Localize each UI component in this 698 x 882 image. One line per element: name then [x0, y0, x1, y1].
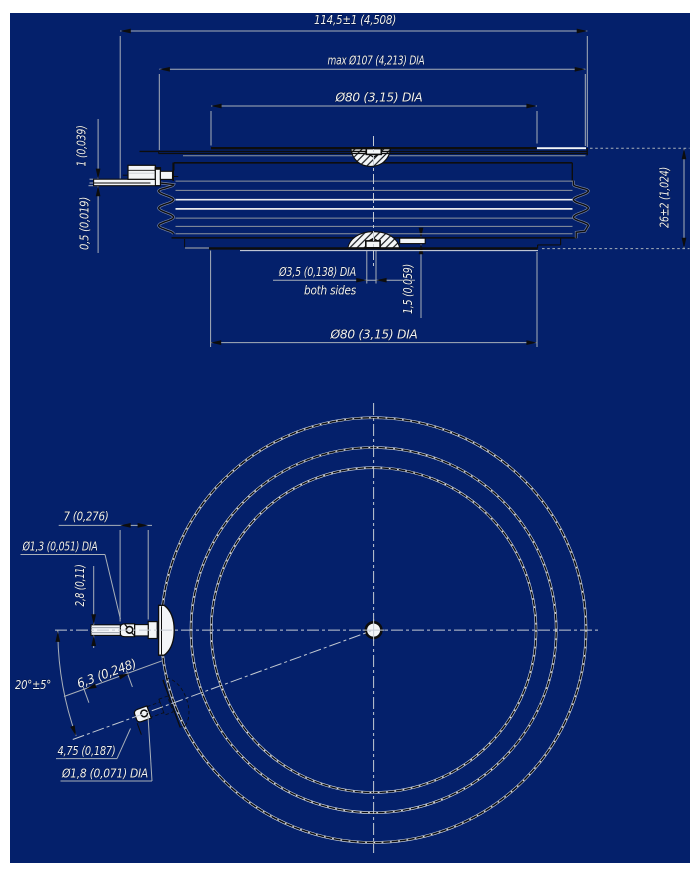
side-view: 114,5±1 (4,508) 114,5±1 (4,508) max Ø107…: [73, 12, 690, 347]
drawing-line: [125, 670, 133, 688]
note-index-hole-line2: both sides: [304, 283, 357, 298]
gate-plate-band: [399, 237, 426, 245]
right-fins: [572, 180, 590, 239]
dim-gate-lead-od-label: 2,8 (0,11): [72, 565, 87, 607]
dim-terminal-length-label: 7 (0,276): [64, 509, 109, 524]
dim-pole-dia-bottom-label: Ø80 (3,15) DIA: [330, 327, 418, 342]
gate-lead-side: [93, 162, 179, 187]
drawing-face: [159, 170, 174, 180]
note-gate-wire-dia-label: Ø1,3 (0,051) DIA: [22, 539, 98, 554]
dim-gate-offset-upper-label: 1 (0,039): [74, 126, 89, 167]
dim-overall-width-label: 114,5±1 (4,508): [314, 12, 396, 27]
drawing-line: [131, 632, 135, 636]
drawing-face: [93, 178, 161, 187]
dim-pin-dia-label: Ø1,8 (0,071) DIA: [61, 766, 148, 781]
dim-gate-offset-lower-label: 0,5 (0,019): [77, 197, 92, 250]
note-index-hole-line1: Ø3,5 (0,138) DIA: [278, 264, 356, 279]
drawing-line: [104, 554, 121, 620]
dim-pin-length-label: 4,75 (0,187): [58, 743, 116, 758]
drawing-face: [364, 240, 381, 249]
drawing-line: [136, 723, 142, 735]
drawing-line: [147, 715, 153, 782]
dim-flange-dia-label: max Ø107 (4,213) DIA: [328, 53, 425, 68]
dim-recess-depth-label: 1,5 (0,059): [400, 264, 415, 314]
drawing-path: [162, 677, 190, 728]
dim-height-label: 26±2 (1,024): [657, 167, 672, 228]
drawing-line: [82, 686, 90, 703]
drawing-face: [154, 167, 161, 187]
dim-overall-width-label-top: 114,5±1 (4,508): [314, 12, 396, 27]
dim-pole-dia-top-label: Ø80 (3,15) DIA: [335, 90, 423, 105]
drawing-line: [116, 728, 131, 759]
phantom-axis: [72, 630, 372, 740]
dim-angle-label: 20°±5°: [15, 677, 51, 692]
drawing-face: [154, 167, 162, 170]
drawing-line: [124, 623, 128, 628]
drawing-group: 114,5±1 (4,508): [314, 12, 397, 27]
drawing-line: [63, 660, 163, 697]
drawing-face: [127, 164, 156, 180]
left-fins: [157, 182, 175, 235]
bottom-view: 7 (0,276) Ø1,3 (0,051) DIA 2,8 (0,11) 20…: [15, 403, 599, 853]
drawing-area: [10, 13, 690, 863]
